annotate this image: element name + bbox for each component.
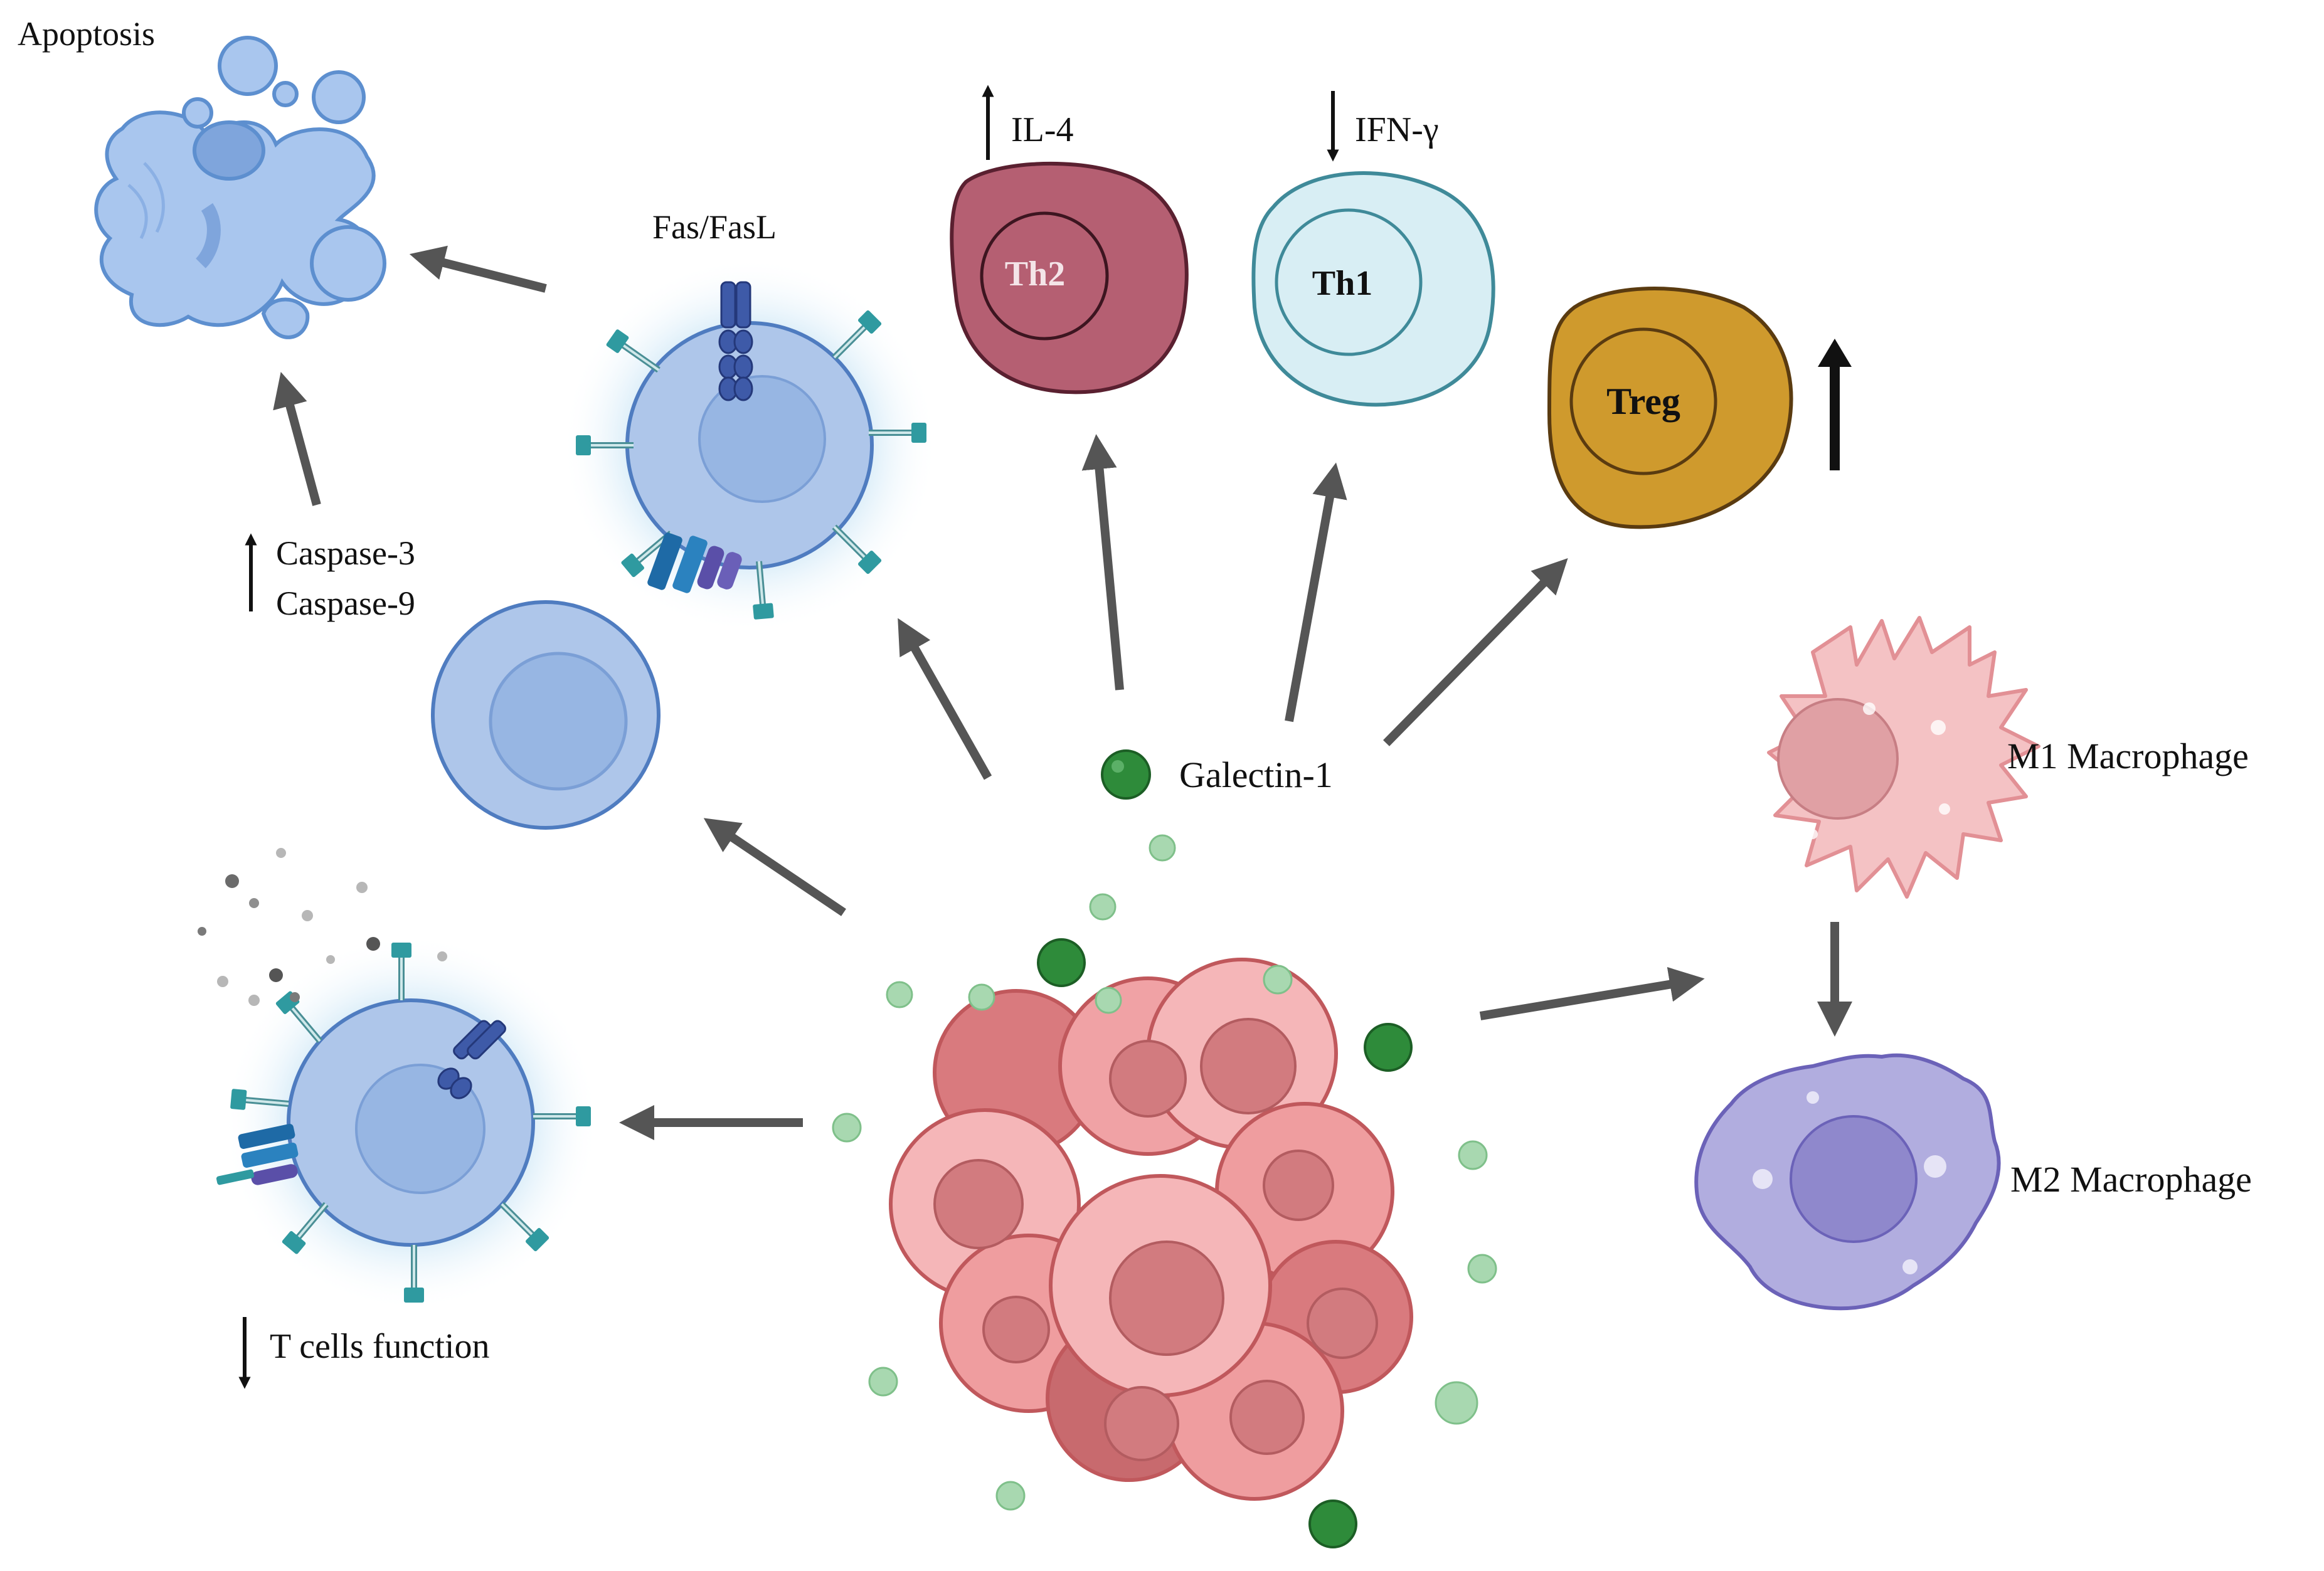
m1-macrophage (1767, 616, 2040, 899)
th1-cell (1251, 171, 1495, 407)
fas-receptor-icon (718, 281, 753, 401)
th1-label: Th1 (1312, 264, 1373, 303)
galectin-1-label: Galectin-1 (1179, 754, 1333, 795)
tcr-complex-icon-2 (216, 1124, 299, 1185)
arrow-galectin-to-th2 (1081, 434, 1124, 690)
galectin-1-particles (832, 834, 1497, 1548)
th2-label: Th2 (1005, 255, 1066, 294)
t-cells-function-label: T cells function (270, 1327, 489, 1366)
cytokine-particles (198, 848, 447, 1006)
apoptotic-cell (94, 36, 386, 339)
arrow-tumor-to-m1 (1479, 966, 1705, 1020)
il4-label: IL-4 (1011, 110, 1074, 149)
dysfunctional-t-cell (216, 934, 599, 1311)
treg-cell (1547, 287, 1793, 529)
ifng-label: IFN-γ (1355, 110, 1439, 149)
galectin-1-icon (1101, 749, 1151, 800)
tcr-complex-icon (647, 532, 742, 593)
naive-t-cell (431, 600, 661, 830)
receptor-complex-icon (437, 1020, 506, 1099)
arrow-galectin-to-treg (1383, 558, 1568, 746)
m2-macrophage (1694, 1053, 2001, 1311)
caspase9-label: Caspase-9 (276, 584, 415, 622)
fas-fasl-label: Fas/FasL (652, 208, 777, 246)
arrow-fas-to-apoptosis (409, 245, 547, 293)
apoptosis-label: Apoptosis (18, 15, 155, 53)
pathway-arrows (273, 245, 1852, 1140)
arrow-galectin-to-th1 (1285, 462, 1347, 722)
th2-cell (950, 161, 1189, 394)
tumor-cell-cluster (889, 958, 1413, 1501)
m1-macrophage-label: M1 Macrophage (2007, 736, 2249, 776)
arrow-caspase-to-apoptosis (273, 371, 321, 506)
caspase3-label: Caspase-3 (276, 534, 415, 572)
treg-up-arrow (1818, 339, 1852, 470)
m2-macrophage-label: M2 Macrophage (2010, 1159, 2252, 1200)
fas-fasl-t-cell (561, 257, 938, 633)
arrow-tumor-to-naive (703, 818, 846, 916)
treg-label: Treg (1606, 381, 1680, 422)
arrow-galectin-to-fas (898, 618, 992, 780)
